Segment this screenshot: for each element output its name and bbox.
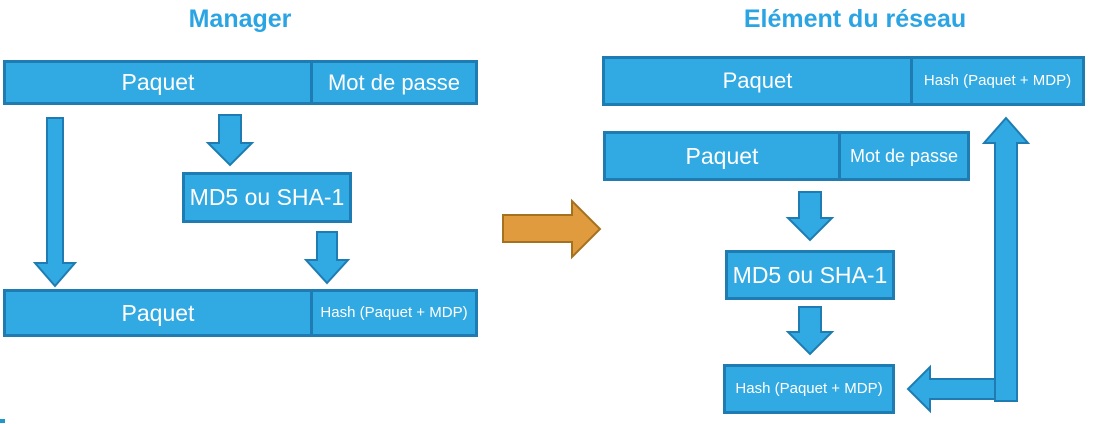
manager-md5-to-hash-down-arrow [303,231,351,285]
hash-cell: Hash (Paquet + MDP) [310,292,475,334]
manager-packet-password-box: Paquet Mot de passe [3,60,478,105]
network-element-title: Elément du réseau [743,5,967,33]
element-packet-password-box: Paquet Mot de passe [603,131,970,181]
element-password-to-md5-down-arrow [785,191,835,242]
manager-md5-sha1-box: MD5 ou SHA-1 [182,172,352,223]
packet-cell: Paquet [121,299,195,326]
packet-cell: Paquet [685,142,759,169]
network-transfer-right-arrow [502,198,602,260]
manager-password-to-md5-down-arrow [205,114,255,167]
packet-cell: Paquet [121,69,195,95]
hash-compare-up-arrow [981,116,1031,402]
element-packet-hash-box: Paquet Hash (Paquet + MDP) [602,56,1085,106]
element-computed-hash-box: Hash (Paquet + MDP) [723,364,895,414]
password-cell: Mot de passe [838,134,967,178]
password-cell: Mot de passe [310,63,475,102]
element-md5-sha1-box: MD5 ou SHA-1 [725,250,895,300]
manager-packet-hash-box: Paquet Hash (Paquet + MDP) [3,289,478,337]
manager-packet-flow-down-arrow [32,117,78,288]
element-md5-to-hash-down-arrow [785,306,835,356]
hash-cell: Hash (Paquet + MDP) [910,59,1082,103]
hash-compare-left-arrow [906,364,1018,414]
manager-title: Manager [188,5,292,33]
packet-cell: Paquet [722,68,793,93]
corner-artifact-dot [0,419,5,423]
